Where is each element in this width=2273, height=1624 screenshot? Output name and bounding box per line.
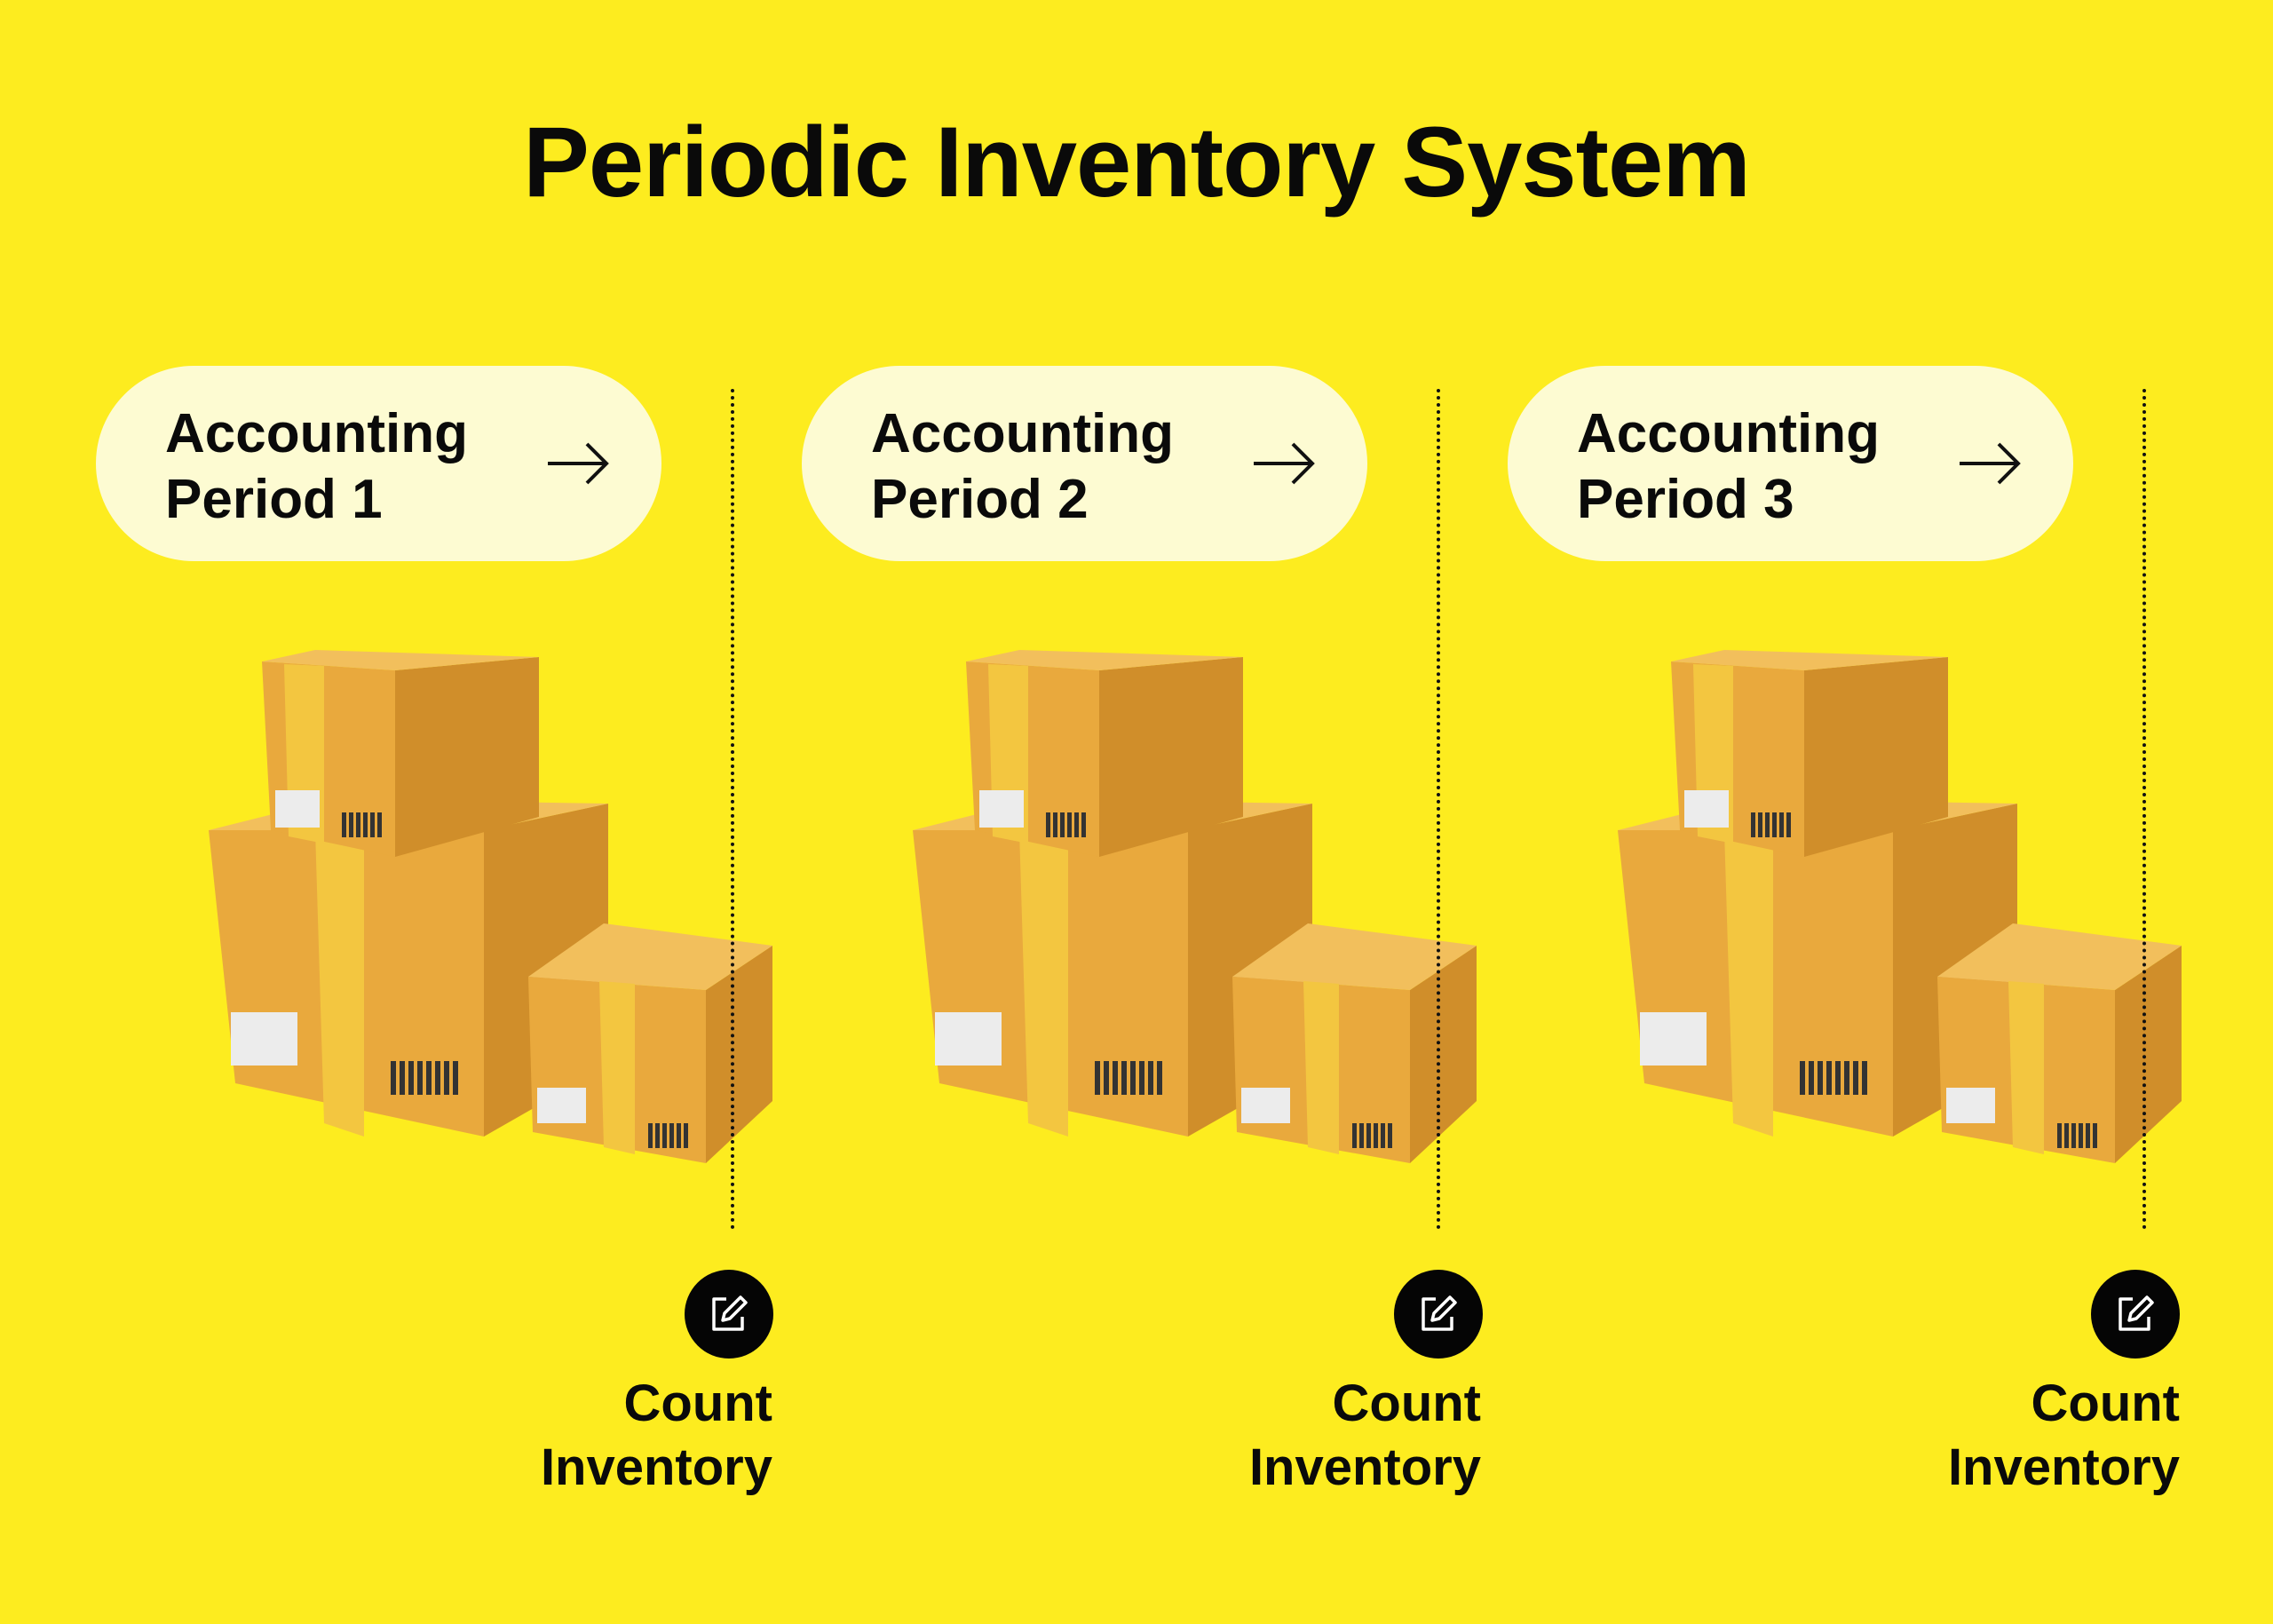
count-label-line2: Inventory bbox=[540, 1438, 772, 1496]
count-label-line1: Count bbox=[2031, 1374, 2181, 1432]
count-label-line2: Inventory bbox=[1947, 1438, 2180, 1496]
period-end-divider bbox=[731, 389, 734, 1230]
period-label-line1: Accounting bbox=[1577, 403, 1880, 464]
period-label-line2: Period 3 bbox=[1577, 469, 1794, 530]
boxes-illustration bbox=[209, 650, 772, 1163]
arrow-right-icon bbox=[1254, 442, 1315, 485]
boxes-illustration bbox=[1618, 650, 2182, 1163]
edit-icon bbox=[2091, 1270, 2180, 1359]
page-title: Periodic Inventory System bbox=[523, 107, 1751, 218]
count-label-line1: Count bbox=[623, 1374, 773, 1432]
arrow-right-icon bbox=[1960, 442, 2021, 485]
period-end-divider bbox=[2142, 389, 2146, 1230]
edit-icon bbox=[685, 1270, 773, 1359]
period-label-line2: Period 1 bbox=[165, 469, 383, 530]
count-label-line2: Inventory bbox=[1248, 1438, 1481, 1496]
period-label-line1: Accounting bbox=[165, 403, 468, 464]
period-label-line2: Period 2 bbox=[871, 469, 1089, 530]
edit-icon bbox=[1394, 1270, 1483, 1359]
boxes-illustration bbox=[913, 650, 1477, 1163]
period-label-line1: Accounting bbox=[871, 403, 1174, 464]
count-label-line1: Count bbox=[1332, 1374, 1482, 1432]
arrow-right-icon bbox=[548, 442, 609, 485]
period-end-divider bbox=[1437, 389, 1440, 1230]
